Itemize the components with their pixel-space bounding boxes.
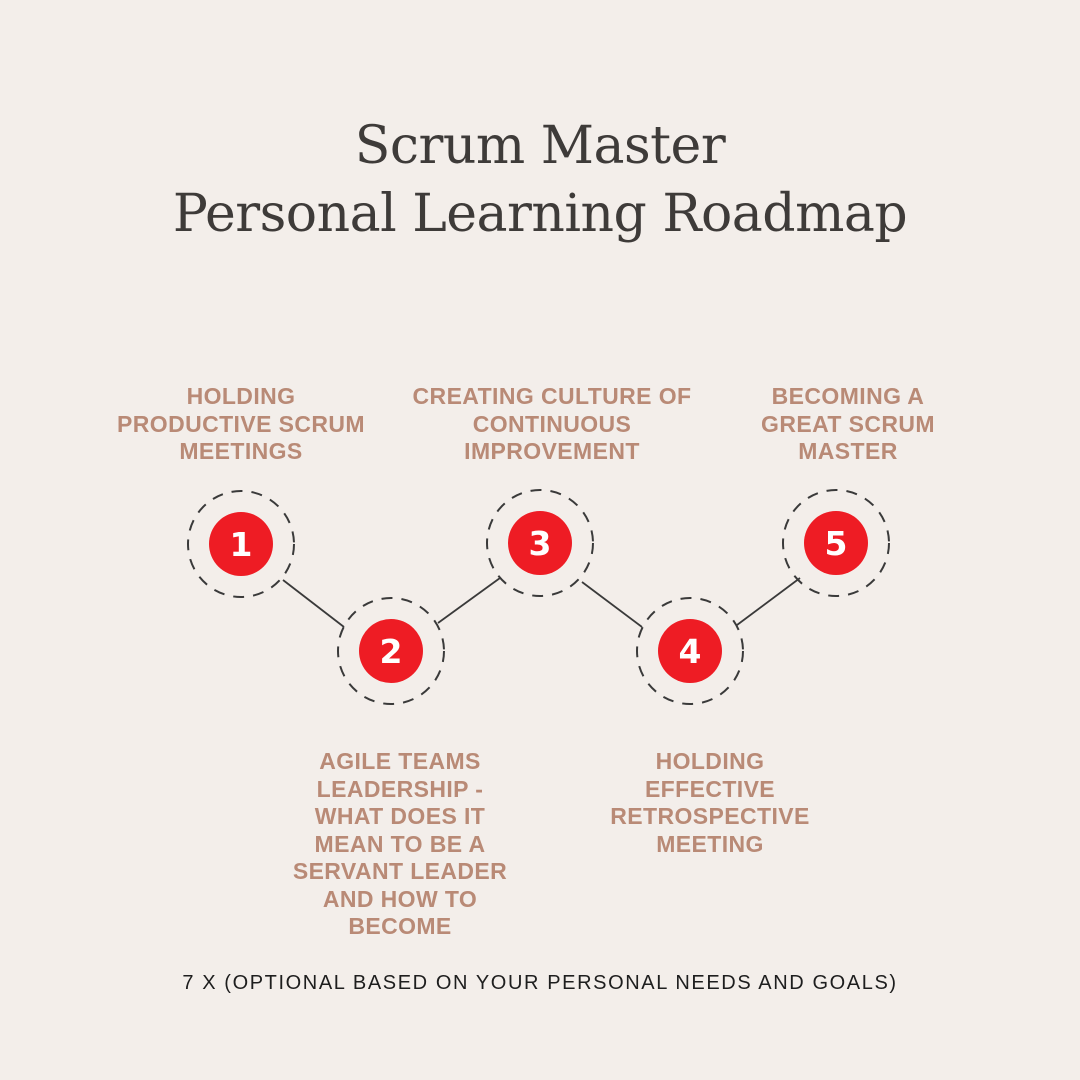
step-2-label: AGILE TEAMS LEADERSHIP - WHAT DOES IT ME…	[292, 748, 508, 939]
step-3-label: CREATING CULTURE OF CONTINUOUS IMPROVEME…	[412, 383, 692, 464]
step-4-ring	[636, 597, 744, 705]
page-title-line-2: Personal Learning Roadmap	[172, 184, 908, 244]
step-4-node: 4	[636, 597, 744, 705]
footer-note: 7 X (OPTIONAL BASED ON YOUR PERSONAL NEE…	[182, 972, 898, 994]
connector-4-5	[736, 577, 801, 626]
connector-3-4	[581, 581, 643, 628]
connector-1-2	[282, 579, 345, 628]
step-1-label: HOLDING PRODUCTIVE SCRUM MEETINGS	[117, 383, 365, 464]
step-1-circle	[209, 512, 273, 576]
step-3-ring	[486, 489, 594, 597]
step-2-number: 2	[380, 632, 403, 671]
step-1-number: 1	[230, 525, 253, 564]
step-3-node: 3	[486, 489, 594, 597]
step-3-number: 3	[529, 524, 552, 563]
step-1-node: 1	[187, 490, 295, 598]
connector-2-3	[437, 577, 501, 624]
step-1-ring	[187, 490, 295, 598]
step-5-circle	[804, 511, 868, 575]
step-3-circle	[508, 511, 572, 575]
step-2-node: 2	[337, 597, 445, 705]
step-4-label: HOLDING EFFECTIVE RETROSPECTIVE MEETING	[610, 748, 810, 857]
step-5-number: 5	[825, 524, 848, 563]
step-5-node: 5	[782, 489, 890, 597]
step-2-circle	[359, 619, 423, 683]
step-4-circle	[658, 619, 722, 683]
page-title-line-1: Scrum Master	[354, 116, 726, 176]
step-5-ring	[782, 489, 890, 597]
step-5-label: BECOMING A GREAT SCRUM MASTER	[761, 383, 935, 464]
step-4-number: 4	[679, 632, 702, 671]
step-2-ring	[337, 597, 445, 705]
